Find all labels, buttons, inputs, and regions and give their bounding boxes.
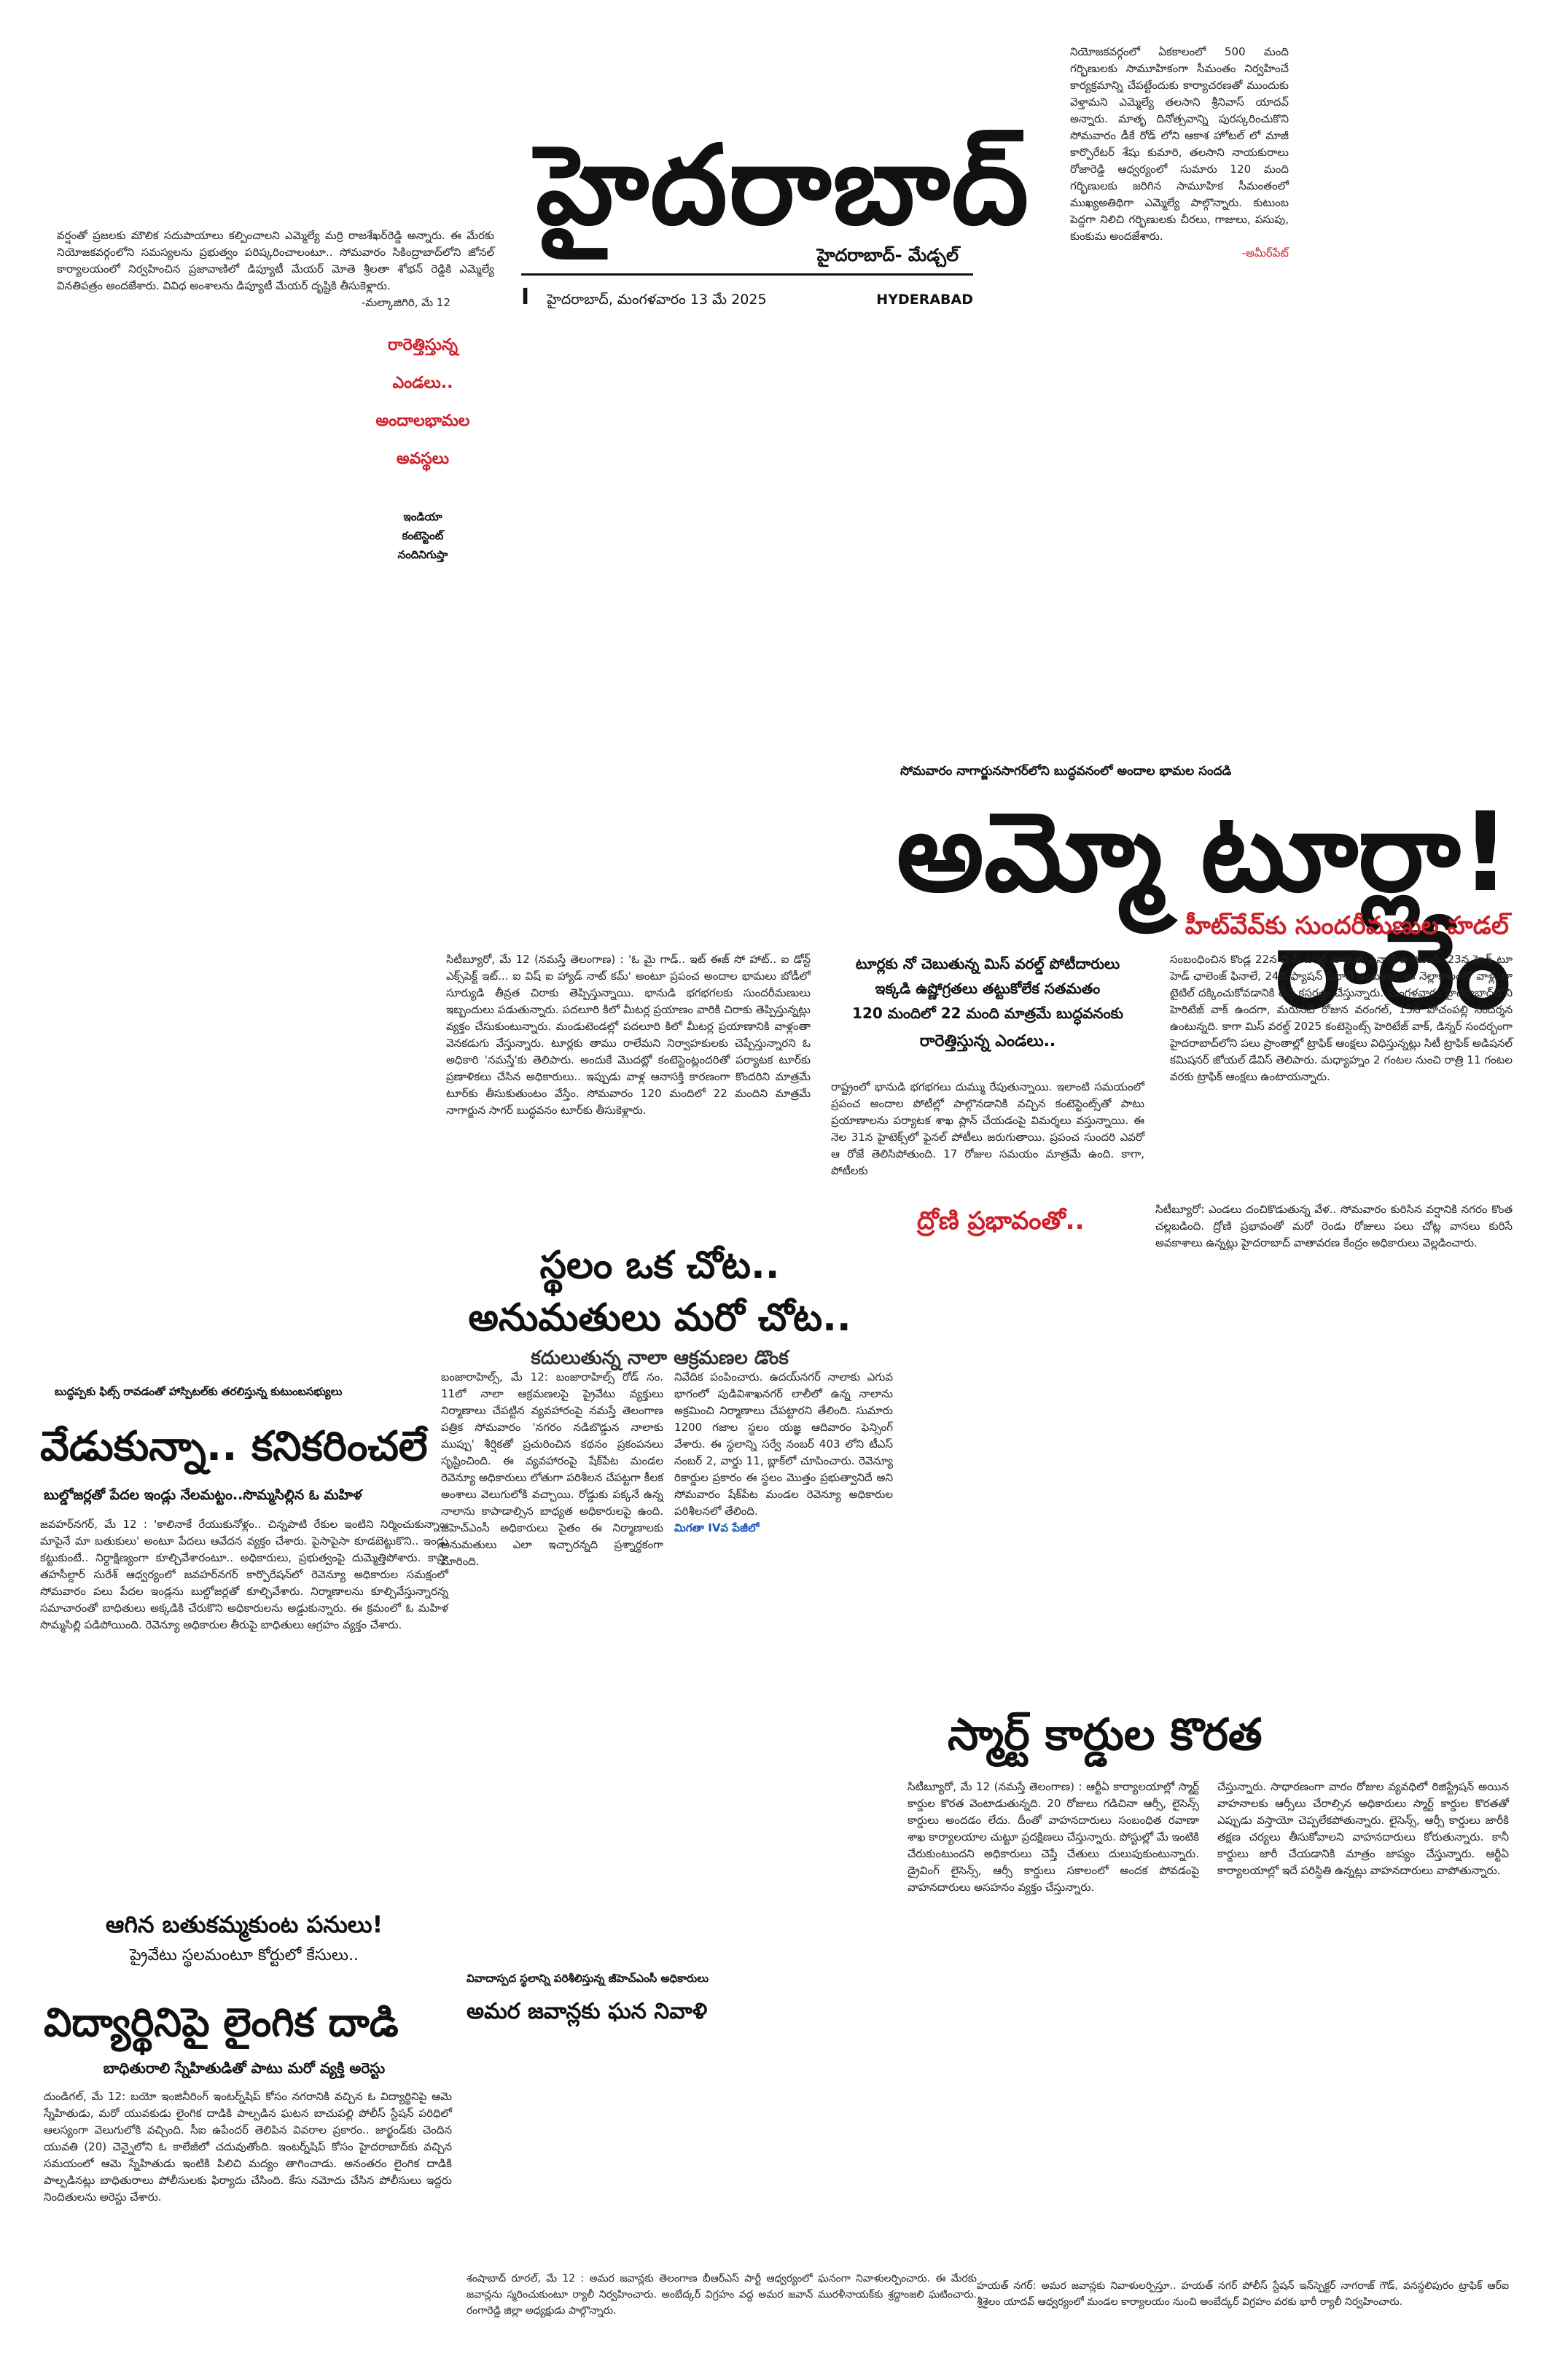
- kani-kicker: బుద్ధప్పకు ఫిట్స్ రావడంతో హాస్పిటల్‌కు త…: [55, 1385, 343, 1398]
- amara-kicker: వివాదాస్పద స్థలాన్ని పరిశీలిస్తున్న జీహె…: [467, 1972, 709, 1985]
- photo-credit: కంటెస్టెంట్: [402, 529, 444, 542]
- lead-column-3: సంబంధించిన కొండ్ల 22న మిస్ వరల్డ్ టాలెంట…: [1170, 951, 1513, 1085]
- brief-text: నియోజకవర్గంలో ఏకకాలంలో 500 మంది గర్భిణుల…: [1070, 45, 1289, 243]
- masthead-rule: [521, 273, 973, 276]
- land-headline-block: స్థలం ఒక చోట.. అనుమతులు మరో చోట.. కదులుత…: [423, 1239, 897, 1373]
- smart-column-1: సిటీబ్యూరో, మే 12 (నమస్తే తెలంగాణ) : ఆర్…: [908, 1779, 1199, 1896]
- kani-subhead: బుల్డోజర్లతో పేదల ఇండ్లు నేలమట్టం..సొమ్మ…: [44, 1487, 362, 1503]
- kani-headline: వేడుకున్నా.. కనికరించలే: [40, 1423, 428, 1470]
- assault-body: దుండిగల్, మే 12: బయో ఇంజినీరింగ్ ఇంటర్న్…: [44, 2088, 452, 2206]
- smart-headline: స్మార్ట్ కార్డుల కొరత: [948, 1709, 1263, 1760]
- weather-box: సిటీబ్యూరో: ఎండలు దంచికొడుతున్న వేళ.. సో…: [1155, 1201, 1513, 1252]
- edition-label: HYDERABAD: [876, 292, 973, 308]
- pull-line: ఇక్కడి ఉష్ణోగ్రతలు తట్టుకోలేక సతమతం: [875, 980, 1101, 997]
- land-subhead: కదులుతున్న నాలా ఆక్రమణల డొంక: [531, 1347, 789, 1369]
- masthead-title: హైదరాబాద్: [536, 122, 1031, 249]
- bathukamma-block: ఆగిన బతుకమ్మకుంట పనులు! ప్రైవేటు స్థలమంట…: [51, 1910, 437, 1968]
- smart-column-2: చేస్తున్నారు. సాధారణంగా వారం రోజుల వ్యవధ…: [1217, 1779, 1509, 1879]
- lead-headline: అమ్మో టూర్లా! రాలేం: [896, 789, 1510, 1033]
- brief-hayathnagar: హయత్ నగర్: అమర జవాన్లకు నివాళులర్పిస్తూ.…: [977, 2278, 1509, 2310]
- kani-body: జవహర్‌నగర్, మే 12 : 'కాలినాకే రేయుకునోళ్…: [40, 1516, 448, 1634]
- land-headline: అనుమతులు మరో చోట..: [468, 1296, 851, 1340]
- lead-column-1: సిటీబ్యూరో, మే 12 (నమస్తే తెలంగాణ) : 'ఓ …: [446, 951, 811, 1119]
- photo-credit: ఇండియా: [403, 510, 442, 523]
- side-teaser: రారెత్తిస్తున్న ఎండలు.. అందాలభామల అవస్థల…: [343, 327, 503, 564]
- assault-headline: విద్యార్థినిపై లైంగిక దాడి: [44, 1999, 399, 2045]
- assault-text: దుండిగల్, మే 12: బయో ఇంజినీరింగ్ ఇంటర్న్…: [44, 2090, 452, 2204]
- masthead: హైదరాబాద్ హైదరాబాద్- మేడ్చల్: [536, 122, 1031, 270]
- land-headline: స్థలం ఒక చోట..: [539, 1244, 780, 1287]
- land-column-1: బంజారాహిల్స్, మే 12: బంజారాహిల్స్ రోడ్ న…: [441, 1369, 663, 1570]
- teaser-line: రారెత్తిస్తున్న: [388, 336, 458, 354]
- brief-sign: -అమీర్‌పేట్: [1241, 246, 1289, 260]
- teaser-line: అందాలభామల: [375, 412, 470, 430]
- teaser-line: ఎండలు..: [392, 374, 453, 392]
- pull-line: రారెత్తిస్తున్న ఎండలు..: [919, 1032, 1056, 1050]
- lead-kicker: సోమవారం నాగార్జునసాగర్‌లోని బుద్ధవనంలో అ…: [900, 764, 1232, 779]
- amara-headline: అమర జవాన్లకు ఘన నివాళి: [467, 1999, 708, 2024]
- masthead-subtitle: హైదరాబాద్- మేడ్చల్: [816, 245, 959, 265]
- brief-shamshabad: శంషాబాద్ రూరల్, మే 12 : అమర జవాన్లకు తెల…: [467, 2271, 977, 2319]
- land-column-2: నివేదిక పంపించారు. ఉదయ్‌నగర్ నాలాకు ఎగువ…: [674, 1369, 893, 1537]
- pull-line: టూర్లకు నో చెబుతున్న మిస్ వరల్డ్ పోటీదార…: [855, 955, 1120, 972]
- kani-text: జవహర్‌నగర్, మే 12 : 'కాలినాకే రేయుకునోళ్…: [40, 1518, 448, 1631]
- lead-body: రాష్ట్రంలో భానుడి భగభగలు దుమ్ము రేపుతున్…: [831, 1080, 1144, 1177]
- photo-credit: నందినిగుప్తా: [397, 548, 448, 561]
- lead-body: సిటీబ్యూరో, మే 12 (నమస్తే తెలంగాణ) : 'ఓ …: [446, 953, 811, 1117]
- brief-text: వర్షంతో ప్రజలకు మౌలిక సదుపాయాలు కల్పించా…: [57, 229, 494, 292]
- shamshabad-text: శంషాబాద్ రూరల్, మే 12 : అమర జవాన్లకు తెల…: [467, 2273, 977, 2317]
- lead-body: సంబంధించిన కొండ్ల 22న మిస్ వరల్డ్ టాలెంట…: [1170, 953, 1513, 1083]
- bathukamma-subhead: ప్రైవేటు స్థలమంటూ కోర్టులో కేసులు..: [129, 1946, 359, 1965]
- lead-subhead: హీట్‌వేవ్‌కు సుందరీమణుల హడల్: [1185, 911, 1509, 940]
- teaser-line: అవస్థలు: [397, 450, 449, 468]
- bathukamma-headline: ఆగిన బతుకమ్మకుంట పనులు!: [105, 1911, 383, 1938]
- page-number: I: [521, 284, 530, 310]
- weather-text: సిటీబ్యూరో: ఎండలు దంచికొడుతున్న వేళ.. సో…: [1155, 1203, 1513, 1249]
- brief-top-left: వర్షంతో ప్రజలకు మౌలిక సదుపాయాలు కల్పించా…: [57, 227, 494, 311]
- lead-pull-quote: టూర్లకు నో చెబుతున్న మిస్ వరల్డ్ పోటీదార…: [831, 951, 1144, 1058]
- land-body: నివేదిక పంపించారు. ఉదయ్‌నగర్ నాలాకు ఎగువ…: [674, 1370, 893, 1518]
- brief-sign: -మల్కాజిగిరి, మే 12: [362, 296, 450, 309]
- smart-body: సిటీబ్యూరో, మే 12 (నమస్తే తెలంగాణ) : ఆర్…: [908, 1780, 1199, 1894]
- dateline: హైదరాబాద్, మంగళవారం 13 మే 2025: [547, 292, 767, 308]
- smart-body: చేస్తున్నారు. సాధారణంగా వారం రోజుల వ్యవధ…: [1217, 1780, 1509, 1877]
- dateline-bar: I హైదరాబాద్, మంగళవారం 13 మే 2025 HYDERAB…: [521, 284, 973, 311]
- brief-top-right: నియోజకవర్గంలో ఏకకాలంలో 500 మంది గర్భిణుల…: [1070, 44, 1289, 262]
- land-body: బంజారాహిల్స్, మే 12: బంజారాహిల్స్ రోడ్ న…: [441, 1370, 663, 1568]
- weather-title: ద్రోణి ప్రభావంతో..: [917, 1206, 1085, 1236]
- hayathnagar-text: హయత్ నగర్: అమర జవాన్లకు నివాళులర్పిస్తూ.…: [977, 2280, 1509, 2308]
- assault-subhead: బాధితురాలి స్నేహితుడితో పాటు మరో వ్యక్తి…: [103, 2059, 386, 2077]
- pull-line: 120 మందిలో 22 మంది మాత్రమే బుద్ధవనంకు: [852, 1004, 1123, 1022]
- lead-column-2: రాష్ట్రంలో భానుడి భగభగలు దుమ్ము రేపుతున్…: [831, 1079, 1144, 1179]
- land-continued: మిగతా IVవ పేజీలో: [674, 1521, 760, 1534]
